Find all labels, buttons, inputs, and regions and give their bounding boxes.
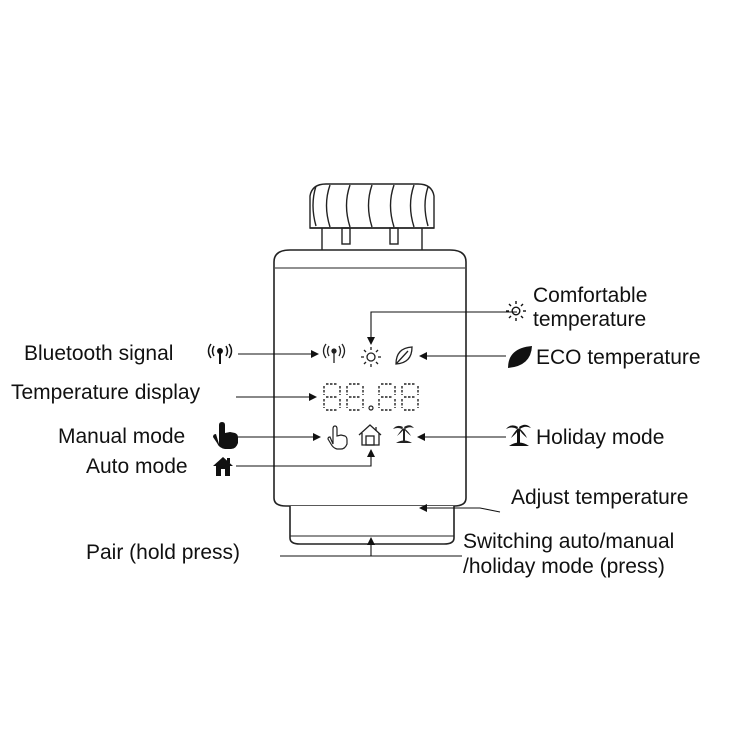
adjust-label: Adjust temperature [511,486,689,509]
holiday-label: Holiday mode [536,426,665,449]
thermostat-cap [309,183,435,250]
house-icon [213,457,233,476]
bluetooth-icon [322,343,346,363]
hand-icon [327,425,348,450]
sun-icon [506,301,526,321]
auto-mode-label: Auto mode [86,455,188,478]
temperature-display [323,383,419,411]
comfortable-label-line1: Comfortable [533,284,648,307]
switching-label-line1: Switching auto/manual [463,530,675,553]
eco-label: ECO temperature [536,346,701,369]
sun-icon [361,347,381,367]
temperature-display-label: Temperature display [11,381,201,404]
manual-mode-label: Manual mode [58,425,186,448]
leaf-icon [508,346,532,368]
switching-label-line2: /holiday mode (press) [463,555,665,578]
leader-lines [236,311,517,557]
comfortable-label-line2: temperature [533,308,647,331]
bluetooth-label: Bluetooth signal [24,342,174,365]
palm-tree-icon [506,424,531,446]
bluetooth-icon [207,343,233,364]
hand-icon [213,422,238,449]
pair-label: Pair (hold press) [86,541,241,564]
leaf-icon [395,346,413,365]
house-icon [358,424,382,446]
palm-tree-icon [393,425,414,443]
thermostat-body [273,249,467,545]
